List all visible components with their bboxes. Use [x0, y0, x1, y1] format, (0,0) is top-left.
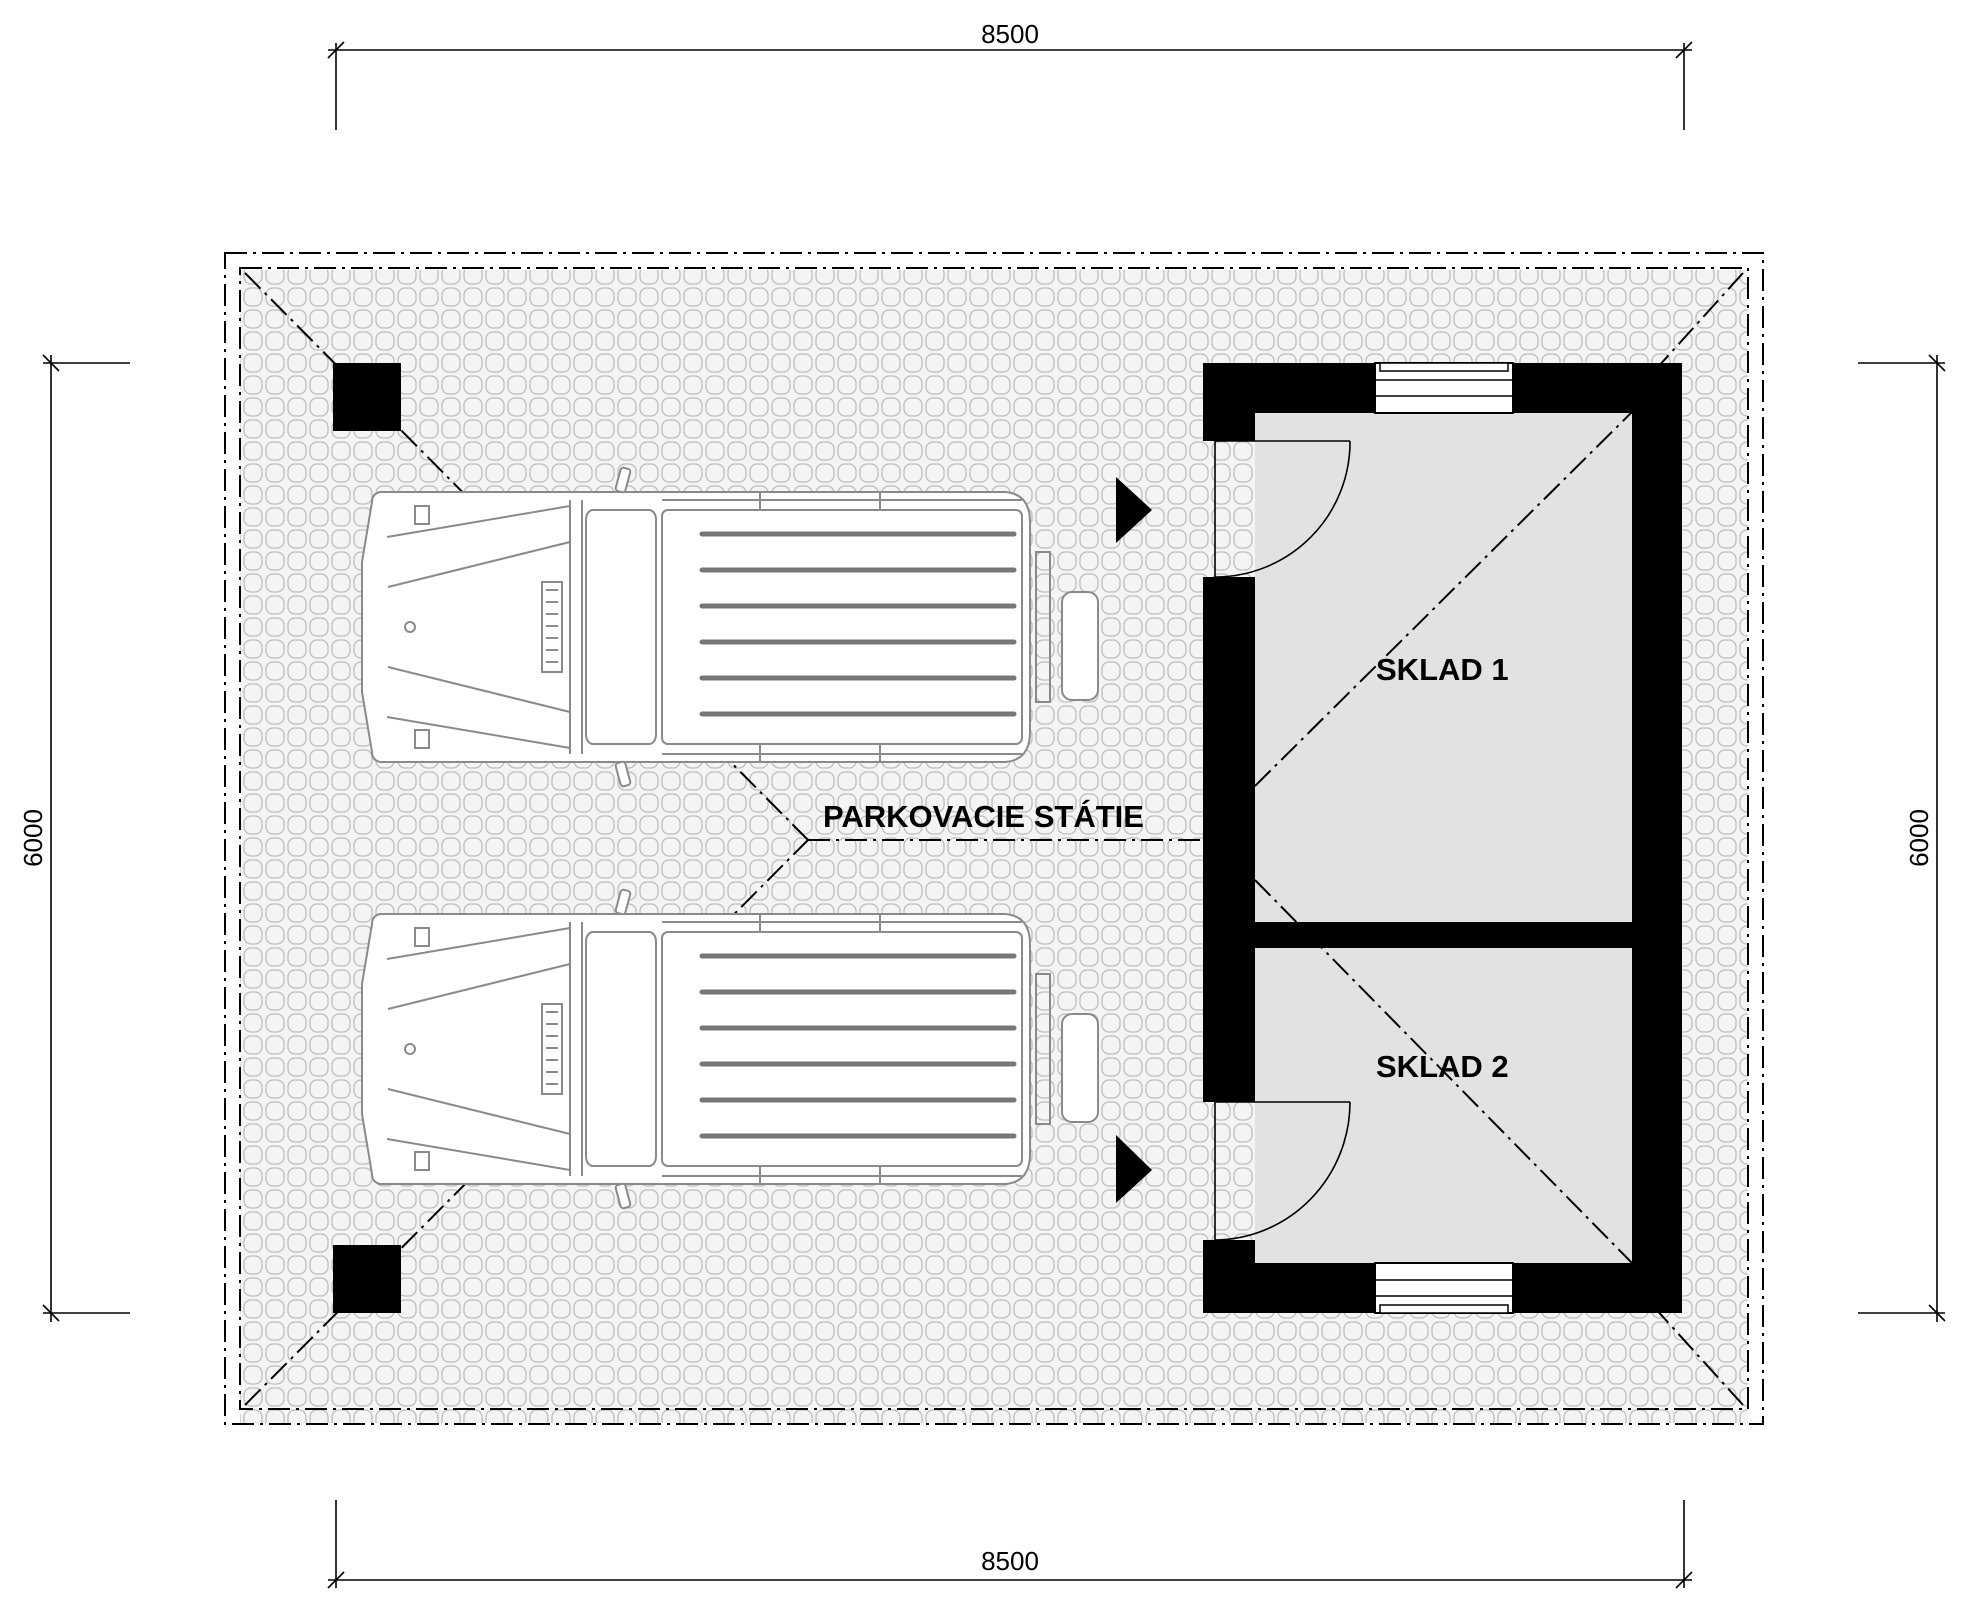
entry-arrow-top	[1116, 477, 1152, 543]
label-storage-1: SKLAD 1	[1376, 652, 1509, 687]
column-top-left	[333, 363, 401, 431]
car-bottom	[362, 889, 1098, 1209]
entry-arrow-bottom	[1116, 1135, 1152, 1203]
label-storage-2: SKLAD 2	[1376, 1049, 1509, 1084]
door-storage-1	[1214, 440, 1351, 578]
svg-text:6000: 6000	[1904, 809, 1934, 867]
walls	[1203, 363, 1682, 1313]
storage-2-floor	[1255, 948, 1632, 1263]
car-top	[362, 467, 1098, 787]
roof-outline-outer	[224, 252, 1764, 1425]
svg-text:6000: 6000	[18, 809, 48, 867]
svg-text:8500: 8500	[981, 1546, 1039, 1576]
dimension-left: 6000	[18, 354, 130, 1322]
column-bottom-left	[333, 1245, 401, 1313]
window-bottom	[1374, 1262, 1514, 1314]
dimension-top: 8500	[327, 19, 1693, 130]
window-top	[1374, 362, 1514, 414]
door-storage-2	[1214, 1101, 1351, 1241]
svg-text:8500: 8500	[981, 19, 1039, 49]
label-parking: PARKOVACIE STÁTIE	[823, 799, 1144, 834]
storage-1-floor	[1255, 412, 1632, 922]
dimension-right: 6000	[1858, 354, 1946, 1322]
roof-outline-inner	[239, 267, 1749, 1410]
dimension-bottom: 8500	[327, 1500, 1693, 1589]
